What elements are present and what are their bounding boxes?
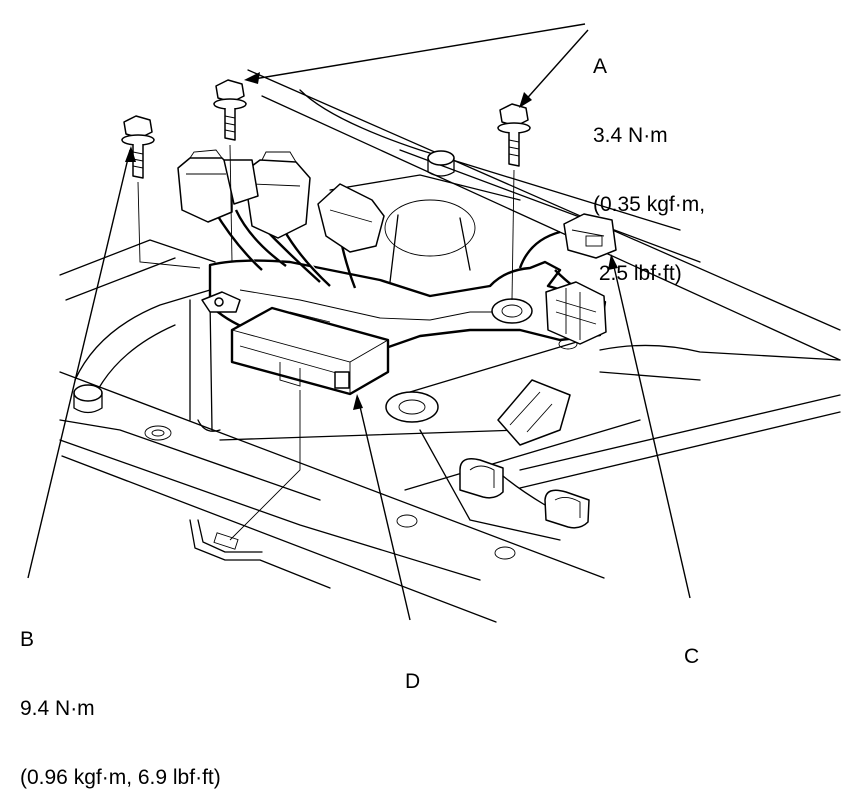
transmission-case-icon — [59, 69, 841, 623]
callout-a-torque-lbf: 2.5 lbf·ft) — [593, 262, 682, 285]
callout-b-torque-imperial: (0.96 kgf·m, 6.9 lbf·ft) — [20, 766, 221, 789]
callout-a-torque-spec: A 3.4 N·m (0.35 kgf·m, 2.5 lbf·ft) — [593, 9, 705, 308]
leader-lines — [27, 23, 691, 621]
callout-d-label: D — [405, 624, 420, 716]
bolt-a-right-icon — [497, 103, 531, 167]
bolt-b-icon — [121, 115, 155, 179]
harness-installation-diagram — [27, 23, 841, 623]
callout-b-torque-nm: 9.4 N·m — [20, 697, 95, 720]
callout-b-torque-spec: B 9.4 N·m (0.96 kgf·m, 6.9 lbf·ft) — [20, 582, 221, 812]
callout-b-letter: B — [20, 628, 35, 651]
bolt-a-left-icon — [213, 79, 247, 141]
connector-c-icon — [545, 213, 617, 345]
callout-a-letter: A — [593, 55, 608, 78]
callout-a-torque-nm: 3.4 N·m — [593, 124, 668, 147]
callout-c-letter: C — [684, 645, 700, 668]
callout-d-letter: D — [405, 670, 421, 693]
callout-c-label: C — [684, 599, 699, 691]
arrow-heads — [125, 72, 618, 410]
control-module-d-icon — [230, 306, 390, 396]
callout-a-torque-kgf: (0.35 kgf·m, — [593, 193, 706, 216]
